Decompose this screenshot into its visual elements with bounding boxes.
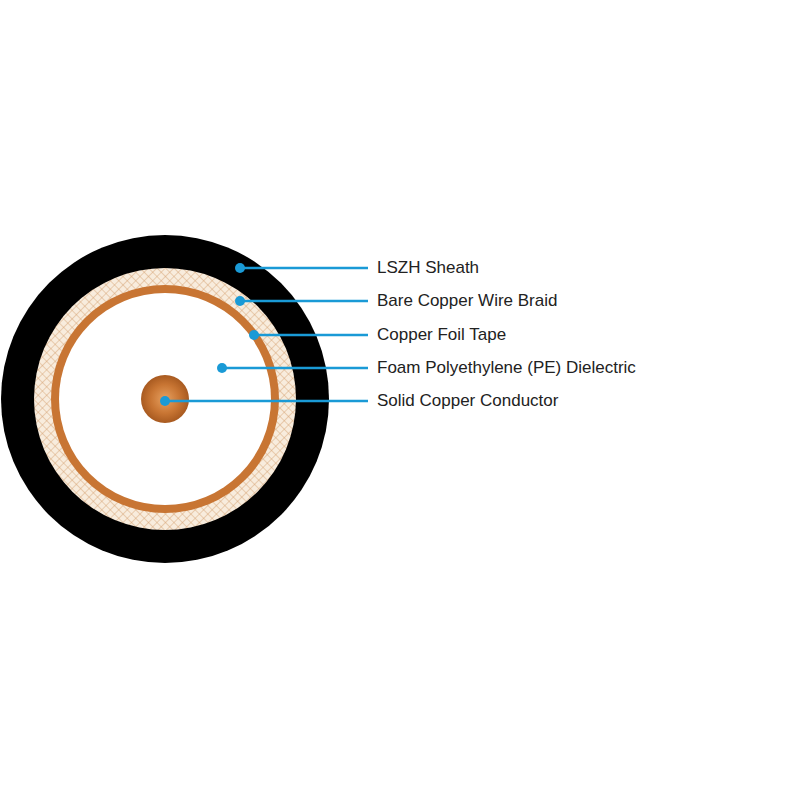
leader-line bbox=[240, 267, 368, 270]
leader-line bbox=[254, 334, 368, 337]
leader-dot bbox=[235, 296, 245, 306]
part-label: LSZH Sheath bbox=[377, 258, 479, 277]
leader-dot bbox=[217, 363, 227, 373]
part-label: Foam Polyethylene (PE) Dielectric bbox=[377, 358, 636, 377]
part-label: Bare Copper Wire Braid bbox=[377, 291, 557, 310]
label-slot: Bare Copper Wire Braid bbox=[377, 291, 557, 311]
part-label: Copper Foil Tape bbox=[377, 325, 506, 344]
leader-dot bbox=[160, 396, 170, 406]
leader-lines bbox=[165, 268, 368, 401]
copper-foil bbox=[51, 285, 279, 513]
label-slot: Foam Polyethylene (PE) Dielectric bbox=[377, 358, 636, 378]
foam-dielectric bbox=[59, 293, 271, 505]
part-label: Solid Copper Conductor bbox=[377, 391, 558, 410]
leader-dot bbox=[235, 263, 245, 273]
label-slot: Copper Foil Tape bbox=[377, 325, 506, 345]
copper-braid bbox=[34, 268, 296, 530]
leader-line bbox=[165, 400, 368, 403]
leader-line bbox=[222, 367, 368, 370]
leader-dot bbox=[249, 330, 259, 340]
leader-dots bbox=[160, 263, 259, 406]
lszh-sheath bbox=[1, 235, 329, 563]
label-slot: Solid Copper Conductor bbox=[377, 391, 558, 411]
copper-conductor bbox=[141, 375, 189, 423]
label-slot: LSZH Sheath bbox=[377, 258, 479, 278]
leader-line bbox=[240, 300, 368, 303]
